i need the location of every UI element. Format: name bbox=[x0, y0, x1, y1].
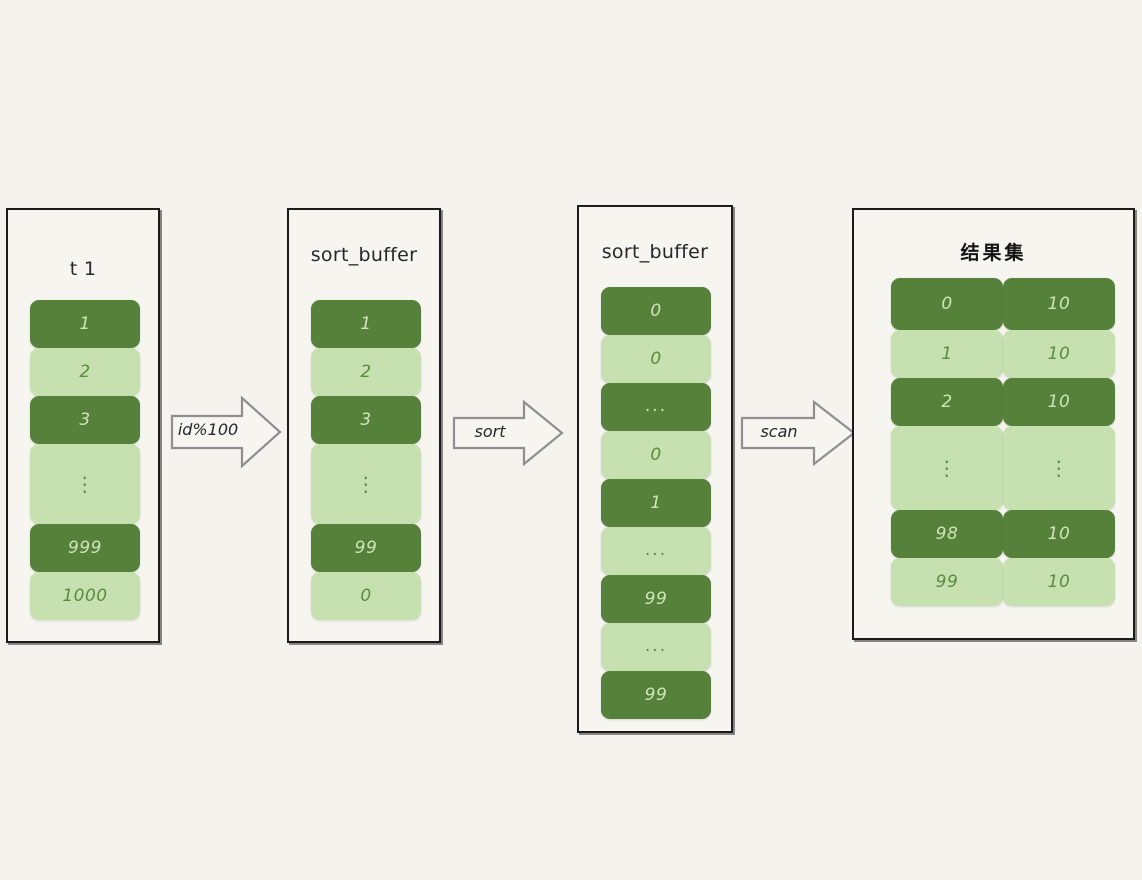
panel-title-t1: t 1 bbox=[69, 258, 97, 280]
cell-value: 98 bbox=[935, 524, 959, 544]
cell-sbu-4: 99 bbox=[311, 524, 421, 572]
cell-t1-1: 2 bbox=[30, 348, 140, 396]
cell-rs-l-4: 98 bbox=[891, 510, 1003, 558]
panel-title-sort-buffer-unsorted: sort_buffer bbox=[310, 244, 418, 266]
cell-value: 10 bbox=[1047, 392, 1071, 412]
cell-rs-l-0: 0 bbox=[891, 278, 1003, 330]
cell-value: ⋮ bbox=[936, 456, 958, 480]
cell-value: ... bbox=[644, 540, 668, 561]
cell-rs-r-3: ⋮ bbox=[1003, 426, 1115, 510]
cell-value: 1 bbox=[941, 344, 953, 364]
cell-value: 99 bbox=[644, 685, 668, 705]
arrow-idmod100: id%100 bbox=[170, 395, 282, 469]
cell-value: ... bbox=[644, 636, 668, 657]
cell-value: 0 bbox=[650, 301, 662, 321]
arrow-sort-label: sort bbox=[474, 422, 506, 441]
cell-value: ⋮ bbox=[74, 472, 96, 496]
cell-t1-3: ⋮ bbox=[30, 444, 140, 524]
arrow-idmod100-label: id%100 bbox=[177, 420, 239, 439]
cell-value: ⋮ bbox=[355, 472, 377, 496]
cell-value: 10 bbox=[1047, 294, 1071, 314]
cell-rs-l-2: 2 bbox=[891, 378, 1003, 426]
cell-value: 0 bbox=[360, 586, 372, 606]
cell-rs-r-2: 10 bbox=[1003, 378, 1115, 426]
cell-sbs-3: 0 bbox=[601, 431, 711, 479]
cell-value: 99 bbox=[354, 538, 378, 558]
cell-rs-r-0: 10 bbox=[1003, 278, 1115, 330]
cell-sbs-5: ... bbox=[601, 527, 711, 575]
cell-rs-l-5: 99 bbox=[891, 558, 1003, 606]
cell-t1-0: 1 bbox=[30, 300, 140, 348]
panel-result-set: 结果集 0 1 2 ⋮ 98 99 10 10 10 ⋮ 10 10 bbox=[852, 208, 1135, 640]
cell-value: 1 bbox=[650, 493, 662, 513]
cell-sbu-0: 1 bbox=[311, 300, 421, 348]
arrow-scan-label: scan bbox=[760, 422, 798, 441]
arrow-scan: scan bbox=[740, 399, 856, 467]
cell-sbs-1: 0 bbox=[601, 335, 711, 383]
cell-value: 1 bbox=[79, 314, 91, 334]
cell-value: ... bbox=[644, 396, 668, 417]
cell-value: 999 bbox=[68, 538, 102, 558]
panel-title-result-set: 结果集 bbox=[960, 242, 1027, 264]
cell-rs-l-1: 1 bbox=[891, 330, 1003, 378]
cell-sbu-5: 0 bbox=[311, 572, 421, 620]
cell-value: 0 bbox=[941, 294, 953, 314]
cell-value: 3 bbox=[360, 410, 372, 430]
panel-table-t1: t 1 1 2 3 ⋮ 999 1000 bbox=[6, 208, 160, 643]
cell-sbs-0: 0 bbox=[601, 287, 711, 335]
cell-value: 10 bbox=[1047, 524, 1071, 544]
cell-t1-4: 999 bbox=[30, 524, 140, 572]
cell-value: 99 bbox=[935, 572, 959, 592]
cell-value: 0 bbox=[650, 349, 662, 369]
cell-value: 99 bbox=[644, 589, 668, 609]
cell-value: 3 bbox=[79, 410, 91, 430]
cell-value: 2 bbox=[941, 392, 953, 412]
cell-sbu-3: ⋮ bbox=[311, 444, 421, 524]
cell-t1-5: 1000 bbox=[30, 572, 140, 620]
cell-sbs-8: 99 bbox=[601, 671, 711, 719]
cell-sbs-6: 99 bbox=[601, 575, 711, 623]
arrow-sort: sort bbox=[452, 399, 564, 467]
cell-value: 10 bbox=[1047, 344, 1071, 364]
cell-sbu-1: 2 bbox=[311, 348, 421, 396]
cell-rs-r-1: 10 bbox=[1003, 330, 1115, 378]
cell-rs-r-4: 10 bbox=[1003, 510, 1115, 558]
cell-value: 0 bbox=[650, 445, 662, 465]
cell-rs-r-5: 10 bbox=[1003, 558, 1115, 606]
panel-title-sort-buffer-sorted: sort_buffer bbox=[601, 241, 709, 263]
cell-sbs-2: ... bbox=[601, 383, 711, 431]
panel-sort-buffer-sorted: sort_buffer 0 0 ... 0 1 ... 99 ... 99 bbox=[577, 205, 733, 733]
panel-sort-buffer-unsorted: sort_buffer 1 2 3 ⋮ 99 0 bbox=[287, 208, 441, 643]
cell-value: 2 bbox=[79, 362, 91, 382]
cell-value: 1 bbox=[360, 314, 372, 334]
cell-value: 10 bbox=[1047, 572, 1071, 592]
cell-sbs-4: 1 bbox=[601, 479, 711, 527]
cell-sbs-7: ... bbox=[601, 623, 711, 671]
cell-t1-2: 3 bbox=[30, 396, 140, 444]
cell-rs-l-3: ⋮ bbox=[891, 426, 1003, 510]
cell-value: ⋮ bbox=[1048, 456, 1070, 480]
cell-value: 2 bbox=[360, 362, 372, 382]
cell-sbu-2: 3 bbox=[311, 396, 421, 444]
cell-value: 1000 bbox=[62, 586, 108, 606]
